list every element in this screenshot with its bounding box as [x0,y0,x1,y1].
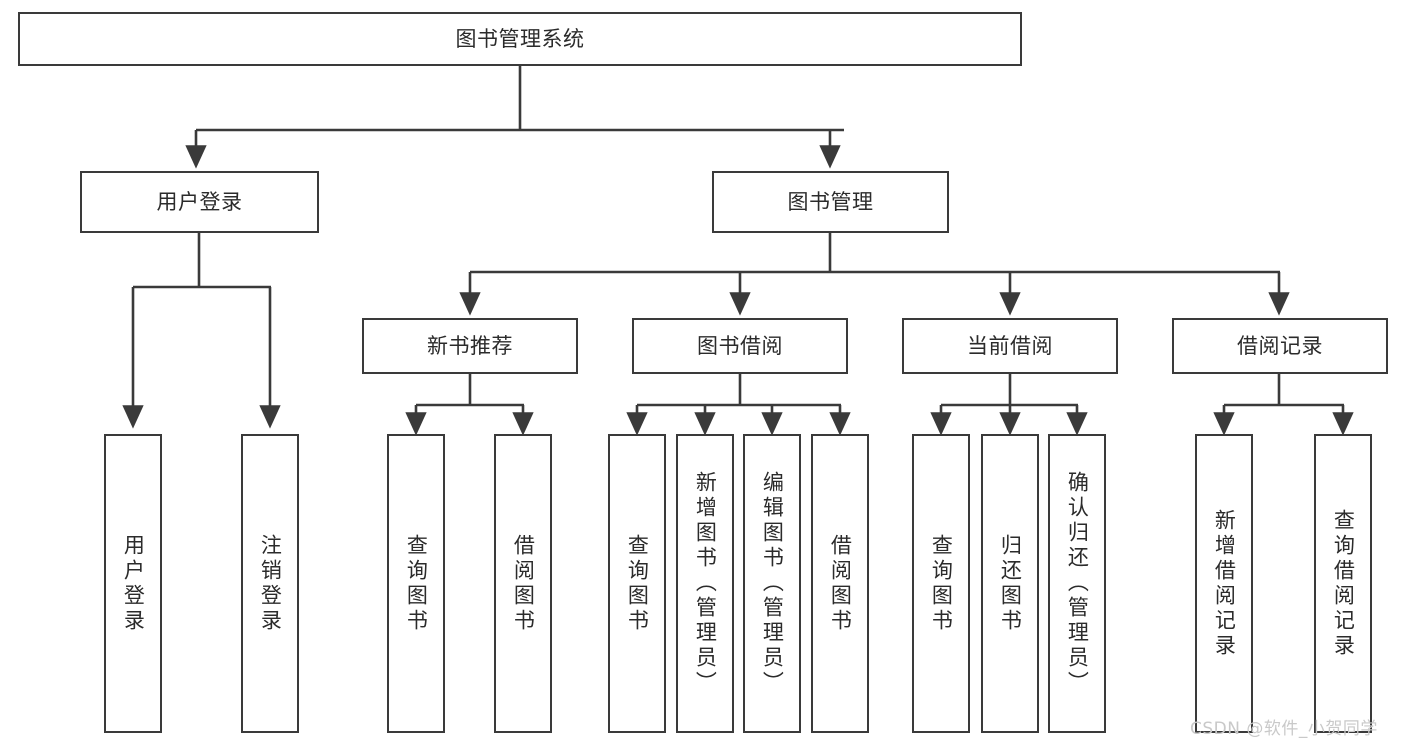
node-label: 查询借阅记录 [1331,508,1356,659]
node-label: 编辑图书（管理员） [760,471,785,696]
node-current-borrow[interactable]: 当前借阅 [902,318,1118,374]
node-label: 归还图书 [998,533,1023,634]
node-leaf-query-book-current[interactable]: 查询图书 [912,434,970,733]
node-label: 用户登录 [156,189,243,214]
node-label: 当前借阅 [967,333,1053,358]
node-leaf-edit-book[interactable]: 编辑图书（管理员） [743,434,801,733]
node-label: 查询图书 [929,533,954,634]
node-user-login[interactable]: 用户登录 [80,171,319,233]
node-label: 图书借阅 [697,333,783,358]
node-label: 确认归还（管理员） [1065,471,1090,696]
node-label: 新增借阅记录 [1212,508,1237,659]
node-leaf-borrow-book-rec[interactable]: 借阅图书 [494,434,552,733]
node-label: 查询图书 [404,533,429,634]
node-label: 借阅图书 [828,533,853,634]
node-label: 查询图书 [625,533,650,634]
node-borrow-record[interactable]: 借阅记录 [1172,318,1388,374]
node-label: 注销登录 [258,533,283,634]
node-label: 借阅图书 [511,533,536,634]
watermark-text: CSDN @软件_小贺同学 [1190,719,1378,739]
watermark: CSDN @软件_小贺同学 [1190,714,1378,739]
node-label: 新增图书（管理员） [693,471,718,696]
node-label: 借阅记录 [1237,333,1323,358]
node-leaf-add-borrow-record[interactable]: 新增借阅记录 [1195,434,1253,733]
node-label: 用户登录 [121,533,146,634]
node-new-book-recommendation[interactable]: 新书推荐 [362,318,578,374]
node-leaf-user-login[interactable]: 用户登录 [104,434,162,733]
node-leaf-query-book-borrow[interactable]: 查询图书 [608,434,666,733]
node-leaf-return-book[interactable]: 归还图书 [981,434,1039,733]
node-leaf-add-book[interactable]: 新增图书（管理员） [676,434,734,733]
node-label: 图书管理 [787,189,874,214]
node-book-borrow[interactable]: 图书借阅 [632,318,848,374]
node-book-management-system[interactable]: 图书管理系统 [18,12,1022,66]
node-label: 图书管理系统 [455,26,585,51]
node-leaf-borrow-book[interactable]: 借阅图书 [811,434,869,733]
node-leaf-logout-login[interactable]: 注销登录 [241,434,299,733]
node-book-management[interactable]: 图书管理 [712,171,949,233]
node-leaf-confirm-return[interactable]: 确认归还（管理员） [1048,434,1106,733]
node-leaf-query-borrow-record[interactable]: 查询借阅记录 [1314,434,1372,733]
node-label: 新书推荐 [427,333,513,358]
node-leaf-query-book-rec[interactable]: 查询图书 [387,434,445,733]
